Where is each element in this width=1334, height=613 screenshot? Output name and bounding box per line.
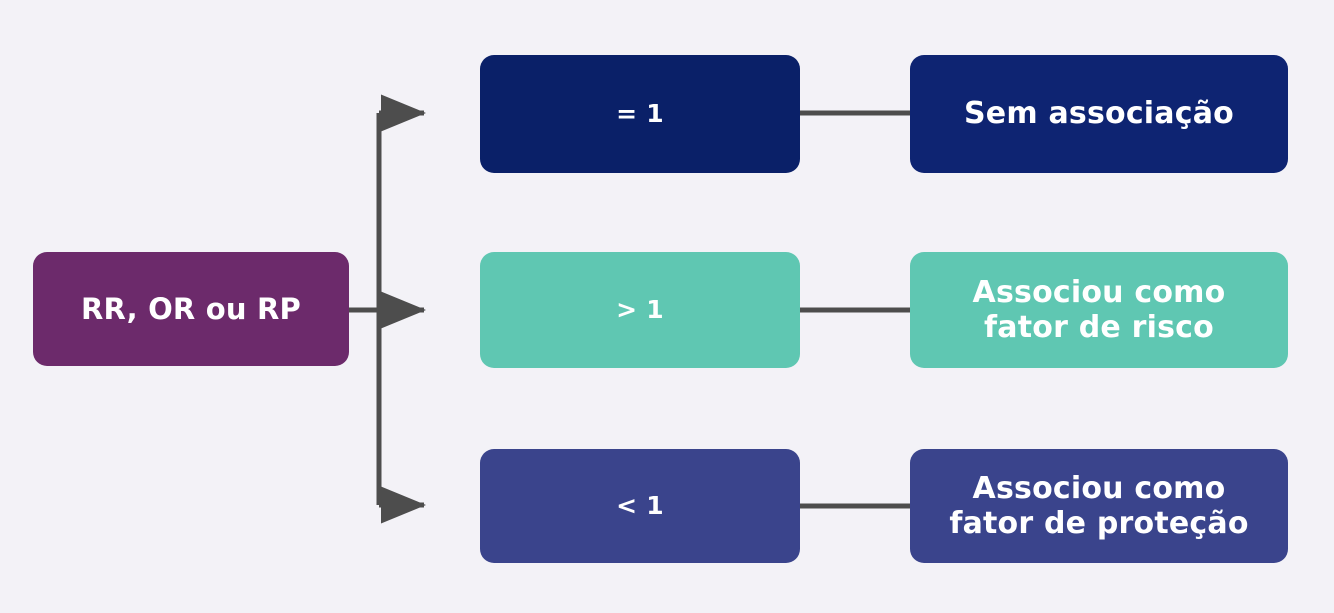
node-result-fator-de-risco: Associou como fator de risco [910,252,1288,368]
node-root-measure: RR, OR ou RP [33,252,349,366]
node-result-line-1: Sem associação [964,96,1234,132]
node-value-less-1: < 1 [480,449,800,563]
node-result-line-2: fator de risco [984,310,1214,345]
node-result-line-1: Associou como [972,470,1226,506]
node-result-line-1: Associou como [972,274,1226,310]
node-result-text: Sem associação [964,96,1234,131]
node-result-sem-associacao: Sem associação [910,55,1288,173]
node-value-equal-1: = 1 [480,55,800,173]
node-result-text: Associou como fator de proteção [949,471,1248,542]
node-result-text: Associou como fator de risco [973,275,1226,346]
node-result-line-2: fator de proteção [949,506,1249,541]
node-value-greater-1: > 1 [480,252,800,368]
node-result-fator-de-protecao: Associou como fator de proteção [910,449,1288,563]
